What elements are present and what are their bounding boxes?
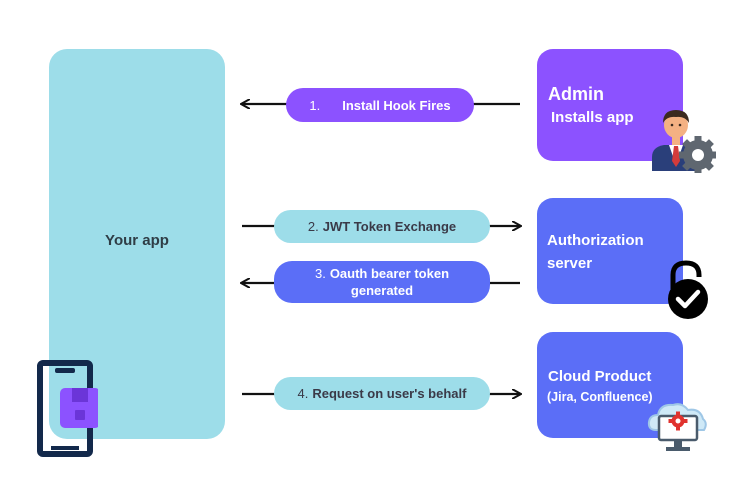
your-app-box xyxy=(49,49,225,439)
phone-app-icon xyxy=(37,360,98,457)
admin-subtitle: Installs app xyxy=(551,109,634,126)
step-1-pill: 1. Install Hook Fires xyxy=(286,88,474,122)
step-2-pill: 2. JWT Token Exchange xyxy=(274,210,490,243)
authorization-server-label-line1: Authorization xyxy=(547,232,644,249)
step-3-text: Oauth bearer token generated xyxy=(329,266,450,298)
cloud-monitor-gear-icon xyxy=(647,403,707,451)
step-4-pill: 4. Request on user's behalf xyxy=(274,377,490,410)
admin-title: Admin xyxy=(548,84,604,104)
cloud-product-label-line1: Cloud Product xyxy=(548,368,652,385)
step-2-text: JWT Token Exchange xyxy=(322,219,457,234)
cloud-product-label-line2: (Jira, Confluence) xyxy=(547,390,653,404)
unlock-check-icon xyxy=(668,260,708,319)
step-1-text: Install Hook Fires xyxy=(342,97,451,113)
step-2-number: 2. xyxy=(307,219,319,234)
authorization-server-box xyxy=(537,198,683,304)
step-3-number: 3. xyxy=(314,266,326,281)
admin-box xyxy=(537,49,683,161)
step-1-number: 1. xyxy=(309,97,321,113)
step-4-text: Request on user's behalf xyxy=(312,386,467,401)
step-4-number: 4. xyxy=(297,386,309,401)
step-3-pill: 3.Oauth bearer token generated xyxy=(274,261,490,303)
admin-user-gear-icon xyxy=(652,110,716,173)
your-app-label: Your app xyxy=(105,232,169,249)
authorization-server-label-line2: server xyxy=(547,255,593,272)
